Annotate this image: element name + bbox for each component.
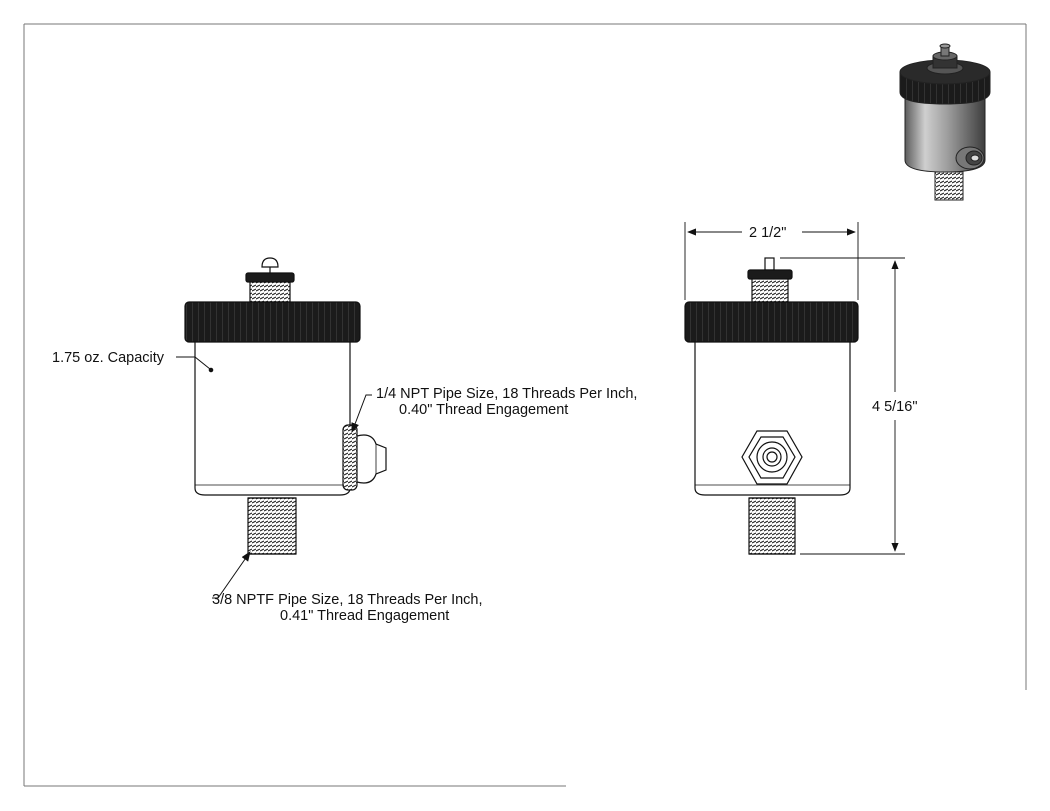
hex-port xyxy=(741,430,803,485)
reservoir-body-front xyxy=(694,341,851,496)
side-port-fitting xyxy=(342,424,387,491)
valve-thread xyxy=(249,281,291,303)
sheet-border xyxy=(23,23,1027,787)
valve-tip xyxy=(764,257,775,271)
valve-nut xyxy=(245,272,295,283)
width-dimension: 2 1/2" xyxy=(749,225,786,241)
side-port-label-line1: 1/4 NPT Pipe Size, 18 Threads Per Inch, xyxy=(376,386,637,402)
capacity-label: 1.75 oz. Capacity xyxy=(52,350,165,366)
knurled-cap xyxy=(184,301,361,343)
bottom-port-label-line2: 0.41" Thread Engagement xyxy=(280,608,449,624)
bottom-thread xyxy=(247,497,297,555)
knurled-cap-front xyxy=(684,301,859,343)
valve-cap-knob xyxy=(261,257,279,268)
valve-thread-front xyxy=(751,278,789,303)
leaders xyxy=(176,356,372,599)
side-port-label-line2: 0.40" Thread Engagement xyxy=(399,402,568,418)
height-dimension: 4 5/16" xyxy=(872,399,917,415)
bottom-port-label-line1: 3/8 NPTF Pipe Size, 18 Threads Per Inch, xyxy=(212,592,483,608)
reservoir-body xyxy=(194,341,351,496)
dimension-lines xyxy=(684,222,905,555)
side-view xyxy=(184,257,387,555)
bottom-thread-front xyxy=(748,497,796,555)
valve-nut-front xyxy=(747,269,793,280)
isometric-view xyxy=(899,43,991,201)
front-view xyxy=(684,257,859,555)
